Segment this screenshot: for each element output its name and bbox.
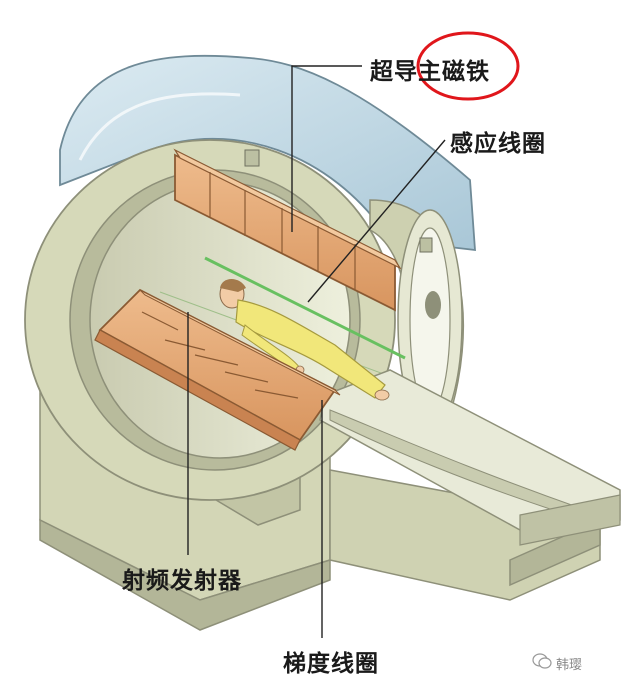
leader-lines	[187, 65, 446, 638]
patient-figure	[219, 279, 390, 401]
label-main-magnet: 超导主磁铁	[370, 58, 490, 85]
patient-table	[319, 369, 621, 546]
lower-coil	[94, 288, 341, 451]
watermark-text: 韩璎	[556, 658, 583, 673]
label-gradient-coil: 梯度线圈	[283, 650, 379, 677]
upper-coil	[173, 148, 402, 312]
highlight-circle	[416, 31, 520, 101]
leader-receive-coil	[307, 139, 446, 303]
leader-main-magnet	[291, 65, 362, 232]
bore-green-line	[204, 256, 406, 360]
wechat-icon	[532, 653, 552, 669]
label-rf-transmitter: 射频发射器	[122, 567, 242, 594]
label-receive-coil: 感应线圈	[450, 130, 546, 157]
